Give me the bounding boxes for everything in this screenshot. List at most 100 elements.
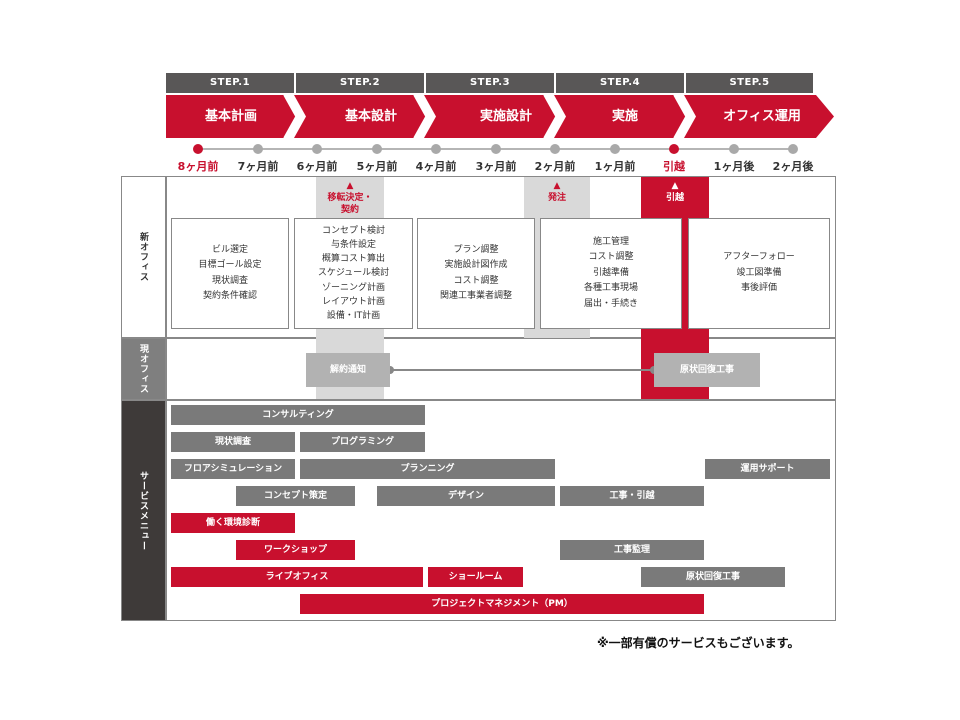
row-label-new-office: 新オフィス (121, 176, 166, 338)
task-item: コスト調整 (588, 252, 634, 263)
task-item: レイアウト計画 (321, 296, 385, 307)
timeline-dot (253, 144, 263, 154)
row-label-current-office: 現オフィス (121, 338, 166, 400)
timeline-dot (669, 144, 679, 154)
service-bar-workplace-diagnosis: 働く環境診断 (171, 513, 295, 533)
phase-arrow-3 (424, 95, 556, 138)
phase-task-box-2: コンセプト検討 与条件設定 概算コスト算出 スケジュール検討 ゾーニング計画 レ… (294, 218, 413, 329)
service-bar-survey: 現状調査 (171, 432, 295, 452)
phase-label-2: 基本設計 (344, 109, 397, 124)
phase-label-4: 実施 (611, 109, 638, 124)
task-item: 設備・IT計画 (326, 311, 381, 321)
task-item: 実施設計図作成 (444, 260, 508, 270)
timeline-dot (431, 144, 441, 154)
phase-label-5: オフィス運用 (723, 109, 801, 124)
current-office-area (166, 338, 836, 400)
task-item: 竣工図準備 (736, 267, 782, 278)
task-item: スケジュール検討 (317, 268, 390, 279)
service-bar-programming: プログラミング (300, 432, 425, 452)
timeline-dot (491, 144, 501, 154)
footnote: ※一部有償のサービスもございます。 (597, 636, 800, 650)
task-item: ビル選定 (211, 244, 248, 255)
step-4-header: STEP.4 (556, 73, 684, 93)
phase-task-box-4: 施工管理 コスト調整 引越準備 各種工事現場 届出・手続き (540, 218, 682, 329)
task-item: 事後評価 (740, 283, 777, 294)
connector-start-dot (386, 366, 394, 374)
task-item: 与条件設定 (330, 239, 376, 250)
timeline-dot (788, 144, 798, 154)
timeline-label: 引越 (663, 160, 685, 173)
phase-label-1: 基本計画 (204, 109, 257, 124)
timeline-label: 6ヶ月前 (296, 160, 338, 173)
task-item: 現状調査 (211, 275, 248, 286)
timeline-dot (372, 144, 382, 154)
task-item: アフターフォロー (723, 252, 795, 263)
timeline-dot (610, 144, 620, 154)
phase-label-3: 実施設計 (479, 109, 532, 124)
timeline-dot (550, 144, 560, 154)
task-item: 届出・手続き (583, 298, 638, 309)
service-bar-consulting: コンサルティング (171, 405, 425, 425)
task-item: 施工管理 (592, 236, 629, 247)
step-5-header: STEP.5 (686, 73, 813, 93)
timeline-label: 2ヶ月前 (534, 160, 576, 173)
move-marker: ▲ 引越 (641, 180, 709, 204)
phase-task-box-3: プラン調整 実施設計図作成 コスト調整 関連工事業者調整 (417, 218, 535, 329)
task-item: 関連工事業者調整 (439, 291, 512, 301)
restoration-box: 原状回復工事 (654, 353, 760, 387)
timeline-label: 1ヶ月後 (713, 160, 755, 173)
phase-arrows (166, 95, 834, 138)
timeline-label: 3ヶ月前 (475, 160, 517, 173)
task-item: 各種工事現場 (583, 283, 638, 294)
step-1-header: STEP.1 (166, 73, 294, 93)
marker-text: 引越 (665, 193, 684, 203)
service-bar-concept: コンセプト策定 (236, 486, 355, 506)
order-marker: ▲ 発注 (524, 180, 590, 204)
service-bar-operation-support: 運用サポート (705, 459, 830, 479)
service-bar-showroom: ショールーム (428, 567, 523, 587)
marker-text: 移転決定・ (327, 193, 373, 203)
row-label-service-menu: サービスメニュー (121, 400, 166, 621)
timeline-label: 7ヶ月前 (237, 160, 279, 173)
service-bar-design: デザイン (377, 486, 555, 506)
service-bar-live-office: ライブオフィス (171, 567, 423, 587)
service-bar-project-management: プロジェクトマネジメント（PM） (300, 594, 704, 614)
task-item: 概算コスト算出 (321, 254, 385, 265)
timeline-label: 8ヶ月前 (177, 160, 219, 173)
marker-text: 契約 (340, 205, 359, 215)
step-3-header: STEP.3 (426, 73, 554, 93)
service-bar-floor-simulation: フロアシミュレーション (171, 459, 295, 479)
timeline-label: 2ヶ月後 (772, 160, 814, 173)
phase-arrow-4 (554, 95, 686, 138)
phase-arrow-2 (294, 95, 426, 138)
triangle-up-icon: ▲ (671, 181, 679, 191)
service-bar-workshop: ワークショップ (236, 540, 355, 560)
timeline-dot (193, 144, 203, 154)
phase-task-box-1: ビル選定 目標ゴール設定 現状調査 契約条件確認 (171, 218, 289, 329)
service-menu-area (166, 400, 836, 621)
marker-text: 発注 (547, 193, 566, 203)
service-bar-construction-move: 工事・引越 (560, 486, 704, 506)
timeline-label: 1ヶ月前 (594, 160, 636, 173)
triangle-up-icon: ▲ (346, 181, 354, 191)
triangle-up-icon: ▲ (553, 181, 561, 191)
task-item: コンセプト検討 (321, 225, 385, 236)
phase-arrow-5 (684, 95, 834, 138)
cancel-notice-box: 解約通知 (306, 353, 390, 387)
task-item: プラン調整 (453, 244, 499, 255)
timeline-label: 5ヶ月前 (356, 160, 398, 173)
service-bar-supervision: 工事監理 (560, 540, 704, 560)
task-item: コスト調整 (453, 275, 499, 286)
task-item: 引越準備 (592, 267, 629, 278)
new-office-area (166, 176, 836, 338)
connector-line (390, 369, 654, 371)
service-bar-restoration: 原状回復工事 (641, 567, 785, 587)
timeline-label: 4ヶ月前 (415, 160, 457, 173)
timeline-dot (312, 144, 322, 154)
timeline-dot (729, 144, 739, 154)
task-item: ゾーニング計画 (321, 282, 385, 293)
relocation-marker: ▲ 移転決定・ 契約 (316, 180, 384, 216)
service-bar-planning: プランニング (300, 459, 555, 479)
task-item: 目標ゴール設定 (198, 260, 262, 270)
phase-task-box-5: アフターフォロー 竣工図準備 事後評価 (688, 218, 830, 329)
